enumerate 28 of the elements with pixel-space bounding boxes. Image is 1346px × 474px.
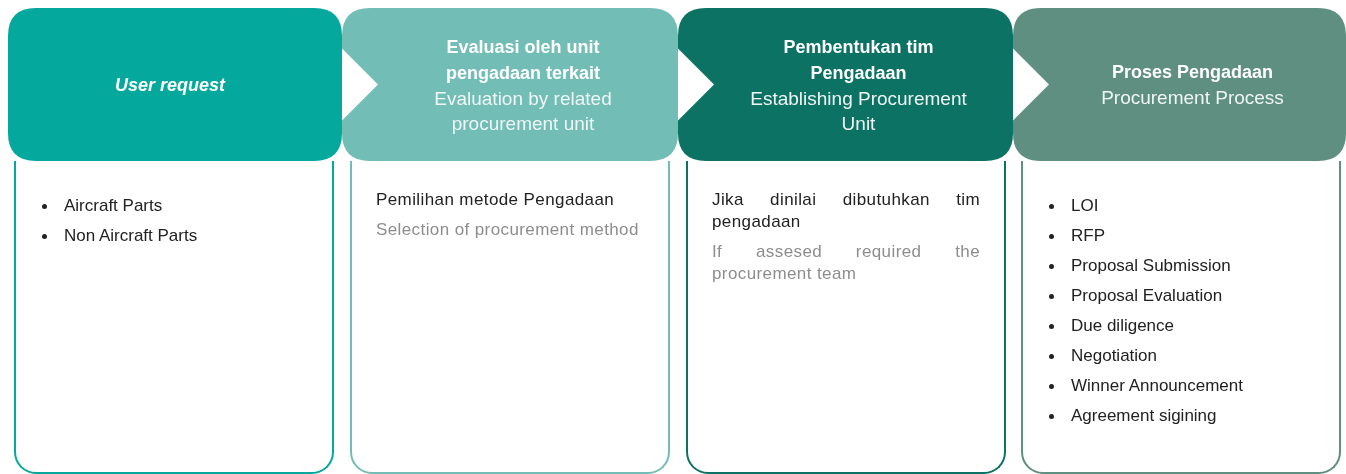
chevron-arrow — [678, 48, 714, 121]
list-item: Proposal Submission — [1071, 256, 1231, 275]
step-description: Jika dinilai dibutuhkan tim pengadaan — [712, 189, 980, 233]
list-item: Aircraft Parts — [64, 196, 163, 215]
list-item: Negotiation — [1071, 346, 1157, 365]
step-title: Proses Pengadaan — [1111, 61, 1274, 84]
step-subtitle: Establishing Procurement Unit — [749, 86, 968, 136]
step-card — [14, 161, 334, 474]
list-item: Winner Announcement — [1071, 376, 1243, 395]
step-title: Pembentukan tim Pengadaan — [782, 35, 935, 85]
step-card — [1021, 161, 1341, 474]
step-subtitle: Evaluation by related procurement unit — [433, 86, 613, 136]
list-item: RFP — [1071, 226, 1105, 245]
step-description: Selection of procurement method — [376, 219, 640, 241]
chevron-arrow — [342, 48, 378, 121]
list-item: Proposal Evaluation — [1071, 286, 1223, 305]
step-description: If assesed required the procurement team — [712, 241, 980, 285]
step-card — [686, 161, 1006, 474]
step-card — [350, 161, 670, 474]
step-subtitle: Procurement Process — [1101, 86, 1284, 110]
step-description: Pemilihan metode Pengadaan — [376, 189, 616, 211]
list-item: Due diligence — [1071, 316, 1174, 335]
step-title: Evaluasi oleh unit pengadaan terkait — [444, 35, 601, 85]
list-item: Agreement sigining — [1071, 406, 1217, 425]
list-item: LOI — [1071, 196, 1099, 215]
step-title: User request — [114, 73, 226, 97]
chevron-arrow — [1013, 48, 1049, 121]
list-item: Non Aircraft Parts — [64, 226, 198, 245]
